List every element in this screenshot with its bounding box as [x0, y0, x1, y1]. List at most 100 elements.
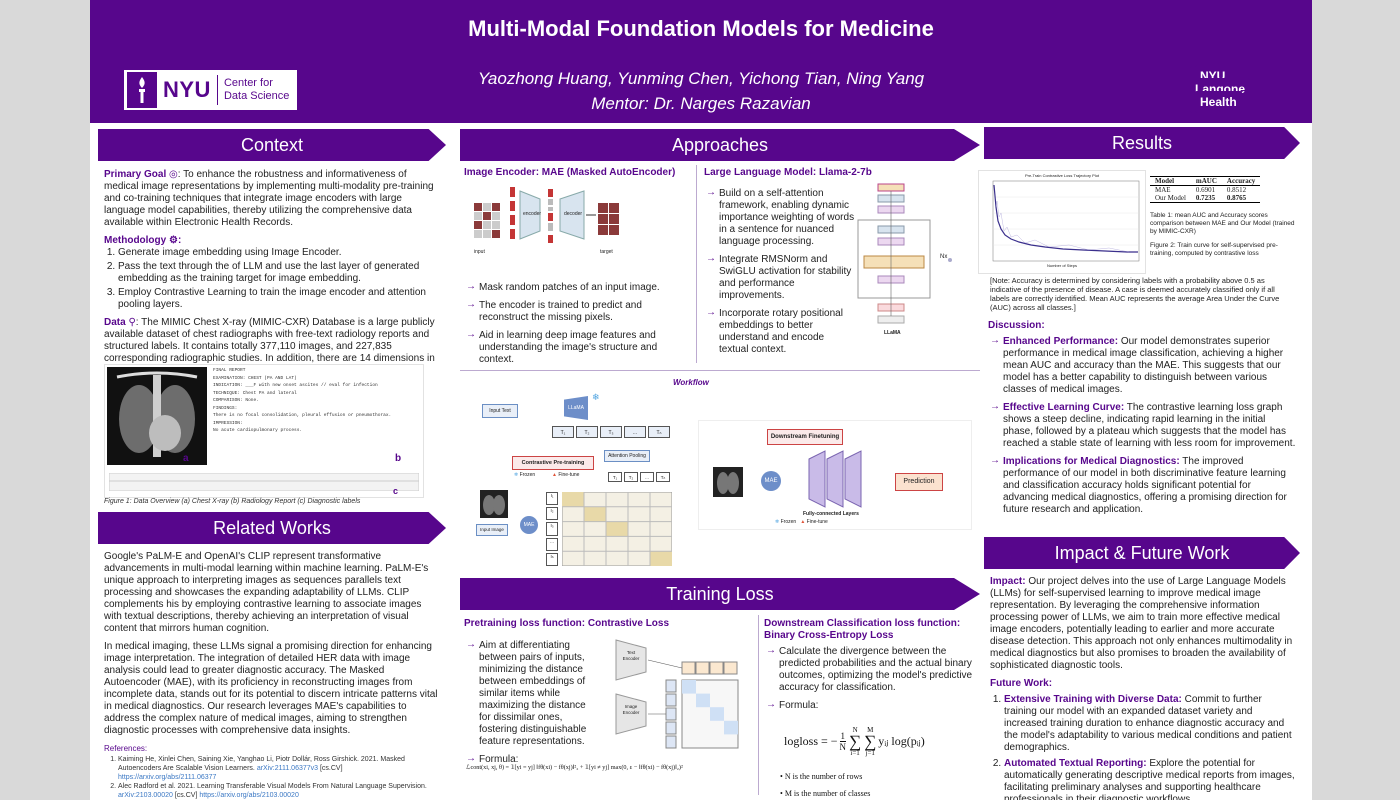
wf-llama-block: LLaMA	[564, 396, 588, 420]
wf-frozen-legend: ❄ Frozen	[514, 472, 536, 478]
mae-diagram: input encoder decoder target	[468, 183, 648, 261]
wf-downstream-mae: MAE	[761, 471, 781, 491]
loss-plot-area	[992, 180, 1140, 262]
mae-decoder-label: decoder	[564, 211, 583, 217]
fig-label-a: a	[183, 453, 189, 464]
image-encoder-label: Image Encoder	[622, 704, 640, 715]
data-overview-figure: FINAL REPORT EXAMINATION: CHEST (PA AND …	[104, 364, 424, 498]
future-item: Extensive Training with Diverse Data: Co…	[1004, 694, 1296, 754]
chart-xlabel: Number of Steps	[1046, 263, 1077, 268]
nyu-torch-icon	[127, 72, 157, 108]
loss-curve-chart: Pre-Train Contrastive Loss Trajectory Pl…	[978, 170, 1146, 274]
formula-label: Formula:	[466, 753, 598, 766]
wf-downstream-box: Downstream Finetuning	[767, 429, 843, 445]
snowflake-icon: ❄	[592, 392, 600, 402]
contrastive-loss-diagram: Text Encoder Image Encoder	[596, 632, 752, 758]
discussion-item: Implications for Medical Diagnostics: Th…	[990, 455, 1296, 516]
ref1-url-link[interactable]: https://arxiv.org/abs/2111.06377	[118, 774, 217, 781]
downstream-loss-body: Calculate the divergence between the pre…	[766, 645, 974, 718]
bce-bullet: • N is the number of rows	[780, 772, 863, 781]
downstream-workflow-diagram: Downstream Finetuning MAE Fully-connecte…	[698, 420, 972, 530]
flame-icon: ▲	[552, 472, 557, 478]
pretraining-loss-title: Pretraining loss function: Contrastive L…	[464, 618, 670, 629]
wf-similarity-matrix	[562, 492, 672, 566]
wf-fc-label: Fully-connected Layers	[803, 511, 859, 517]
contrastive-loss-formula: ℒcont(xi, xj, θ) = 𝟙[yi = yj] ‖fθ(xi) − …	[466, 764, 683, 771]
column-divider	[696, 165, 697, 363]
table-header: Model	[1155, 177, 1175, 185]
gear-icon: ⚙	[169, 235, 178, 246]
mae-point: The encoder is trained to predict and re…	[466, 299, 686, 324]
target-icon: ◎	[169, 169, 178, 180]
llm-points: Build on a self-attention framework, ena…	[706, 187, 856, 362]
llm-point: Incorporate rotary positional embeddings…	[706, 307, 856, 356]
training-loss-header: Training Loss	[460, 578, 980, 610]
mae-target-label: target	[600, 249, 613, 255]
llm-point: Integrate RMSNorm and SwiGLU activation …	[706, 253, 856, 302]
mae-points: Mask random patches of an input image. T…	[466, 281, 686, 372]
poster: Multi-Modal Foundation Models for Medici…	[90, 0, 1312, 800]
logo-divider	[216, 75, 218, 105]
primary-goal: Primary Goal ◎: To enhance the robustnes…	[104, 169, 434, 228]
wf-downstream-legend: ❄ Frozen ▲ Fine-tune	[775, 519, 828, 525]
future-item: Automated Textual Reporting: Explore the…	[1004, 758, 1296, 800]
impact-header: Impact & Future Work	[984, 537, 1300, 569]
authors: Yaozhong Huang, Yunming Chen, Yichong Ti…	[477, 69, 925, 88]
text-encoder-label: Text Encoder	[622, 650, 640, 661]
downstream-loss-title: Downstream Classification loss function:…	[764, 618, 961, 641]
wf-text-embeddings: T₁ T₂ ... Tₙ	[608, 472, 670, 482]
downstream-point: Calculate the divergence between the pre…	[766, 645, 974, 694]
loss-curve-line	[993, 184, 1138, 253]
future-work-label: Future Work:	[990, 678, 1053, 689]
future-work-list: Extensive Training with Diverse Data: Co…	[990, 694, 1296, 800]
discussion-label: Discussion:	[988, 320, 1045, 331]
nyu-wordmark: NYU	[163, 77, 211, 102]
author-block: Yaozhong Huang, Yunming Chen, Yichong Ti…	[90, 66, 1312, 116]
ref2-url-link[interactable]: https://arxiv.org/abs/2103.00020	[199, 792, 299, 799]
mae-encoder-label: encoder	[523, 211, 542, 217]
poster-title: Multi-Modal Foundation Models for Medici…	[468, 16, 934, 41]
methodology-steps: Generate image embedding using Image Enc…	[104, 247, 438, 311]
bce-variable-list: • N is the number of rows • M is the num…	[780, 768, 870, 800]
ref1-arxiv-link[interactable]: arXiv:2111.06377v3	[256, 765, 319, 772]
context-header: Context	[98, 129, 446, 161]
context-body: Primary Goal ◎: To enhance the robustnes…	[104, 169, 438, 383]
reference-item: Kaiming He, Xinlei Chen, Saining Xie, Ya…	[118, 755, 438, 782]
mae-input-label: input	[474, 249, 485, 255]
wf-input-text: Input Text	[482, 404, 518, 418]
column-divider	[758, 615, 759, 795]
wf-text-tokens: T₁ T₂ T₃ ... Tₙ	[552, 426, 670, 438]
wf-mae-block: MAE	[520, 516, 538, 534]
results-captions: Table 1: mean AUC and Accuracy scores co…	[1150, 212, 1300, 264]
impact-body: Impact: Our project delves into the use …	[990, 576, 1296, 800]
chart-title: Pre-Train Contrastive Loss Trajectory Pl…	[1024, 173, 1100, 178]
wf-finetune-legend: ▲ Fine-tune	[552, 472, 580, 478]
mentor: Mentor: Dr. Narges Razavian	[591, 94, 811, 113]
wf-prediction-box: Prediction	[895, 473, 943, 491]
llm-point: Build on a self-attention framework, ena…	[706, 187, 856, 248]
diagnostic-labels-table	[109, 473, 419, 491]
llm-title: Large Language Model: Llama-2-7b	[704, 167, 872, 178]
wf-fc-layers	[808, 450, 862, 508]
table-header: mAUC	[1195, 177, 1217, 185]
methodology-step: Employ Contrastive Learning to train the…	[118, 287, 438, 311]
wf-image-tokens: I₁ I₂ I₃ ... Iₙ	[546, 492, 558, 567]
fig-label-c: c	[393, 486, 399, 496]
pretraining-point: Aim at differentiating between pairs of …	[466, 639, 598, 748]
workflow-divider	[460, 370, 980, 371]
discussion-body: Enhanced Performance: Our model demonstr…	[990, 335, 1296, 522]
wf-contrastive-box: Contrastive Pre-training	[512, 456, 594, 470]
ref2-arxiv-link[interactable]: arXiv:2103.00020	[118, 792, 173, 799]
chest-xray-image	[107, 367, 207, 465]
figure2-caption: Figure 2: Train curve for self-supervise…	[1150, 242, 1278, 257]
figure1-caption: Figure 1: Data Overview (a) Chest X-ray …	[104, 498, 361, 505]
reference-item: Alec Radford et al. 2021. Learning Trans…	[118, 782, 438, 800]
llama-architecture-diagram: LLaMA Nx	[854, 180, 970, 342]
methodology-step: Generate image embedding using Image Enc…	[118, 247, 438, 259]
table-header: Accuracy	[1226, 177, 1256, 185]
results-header: Results	[984, 127, 1300, 159]
snowflake-icon: ❄	[775, 519, 780, 525]
